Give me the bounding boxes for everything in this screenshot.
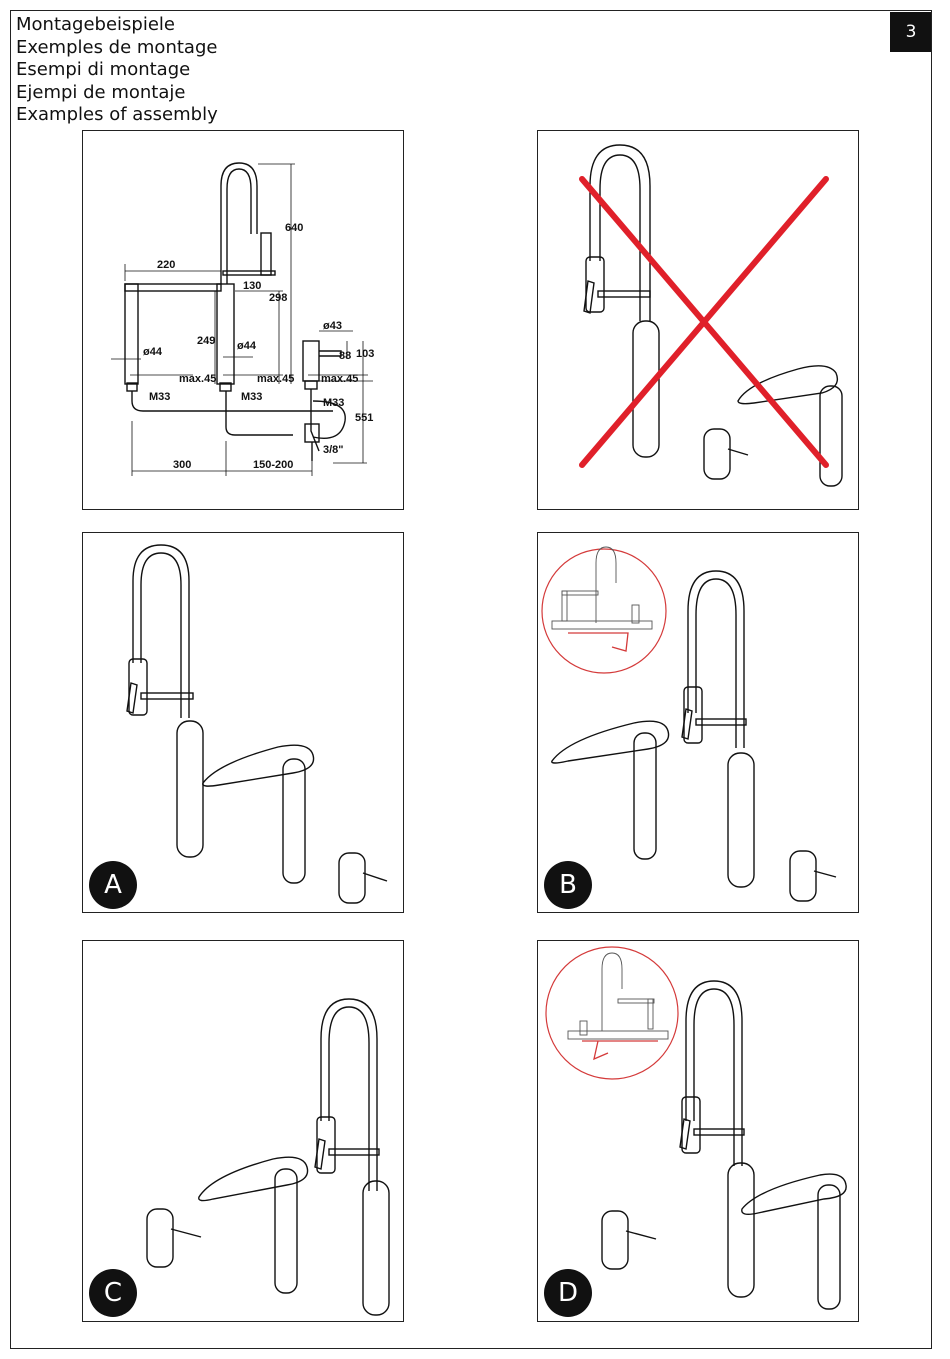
example-d-illustration <box>545 946 847 1310</box>
dim-3-8: 3/8" <box>323 444 344 456</box>
dimension-drawing: 220 640 130 298 ø43 249 ø44 ø44 88 103 m… <box>111 162 374 476</box>
dim-m33-center: M33 <box>241 391 262 403</box>
label-b-badge: B <box>544 861 592 909</box>
incorrect-example-illustration <box>579 144 843 487</box>
title-it: Esempi di montage <box>16 59 191 81</box>
dim-m33-right: M33 <box>323 397 344 409</box>
dim-130: 130 <box>243 280 261 292</box>
dim-max45-left: max.45 <box>179 373 216 385</box>
example-panel-a: A <box>82 532 404 913</box>
page-number-badge: 3 <box>890 12 932 52</box>
label-c-badge: C <box>89 1269 137 1317</box>
dim-220: 220 <box>157 259 175 271</box>
label-a-badge: A <box>89 861 137 909</box>
example-panel-b: B <box>537 532 859 913</box>
example-b-illustration <box>541 546 837 902</box>
inset-circle <box>541 548 667 674</box>
title-en: Examples of assembly <box>16 104 218 126</box>
title-es: Ejempi de montaje <box>16 81 186 103</box>
page-title-block: Montagebeispiele Exemples de montage Ese… <box>16 14 218 127</box>
dim-44-center: ø44 <box>237 340 257 352</box>
dim-max45-right: max.45 <box>321 373 358 385</box>
dimension-drawing-panel: 220 640 130 298 ø43 249 ø44 ø44 88 103 m… <box>82 130 404 510</box>
dim-150-200: 150-200 <box>253 459 293 471</box>
label-d-badge: D <box>544 1269 592 1317</box>
dim-298: 298 <box>269 292 287 304</box>
dim-300: 300 <box>173 459 191 471</box>
example-c-illustration <box>146 998 390 1316</box>
dim-88: 88 <box>339 350 351 362</box>
dim-103: 103 <box>356 348 374 360</box>
cross-line-2 <box>579 176 829 468</box>
title-fr: Exemples de montage <box>16 36 218 58</box>
example-a-illustration <box>126 544 388 904</box>
dim-m33-left: M33 <box>149 391 170 403</box>
inset-circle <box>545 946 679 1080</box>
incorrect-example-panel <box>537 130 859 510</box>
dim-44-left: ø44 <box>143 346 163 358</box>
dim-249: 249 <box>197 335 215 347</box>
dim-max45-center: max.45 <box>257 373 294 385</box>
dim-640: 640 <box>285 222 303 234</box>
example-panel-d: D <box>537 940 859 1322</box>
dim-43: ø43 <box>323 320 342 332</box>
example-panel-c: C <box>82 940 404 1322</box>
dim-551: 551 <box>355 412 373 424</box>
page-frame <box>10 10 932 1349</box>
title-de: Montagebeispiele <box>16 14 175 35</box>
